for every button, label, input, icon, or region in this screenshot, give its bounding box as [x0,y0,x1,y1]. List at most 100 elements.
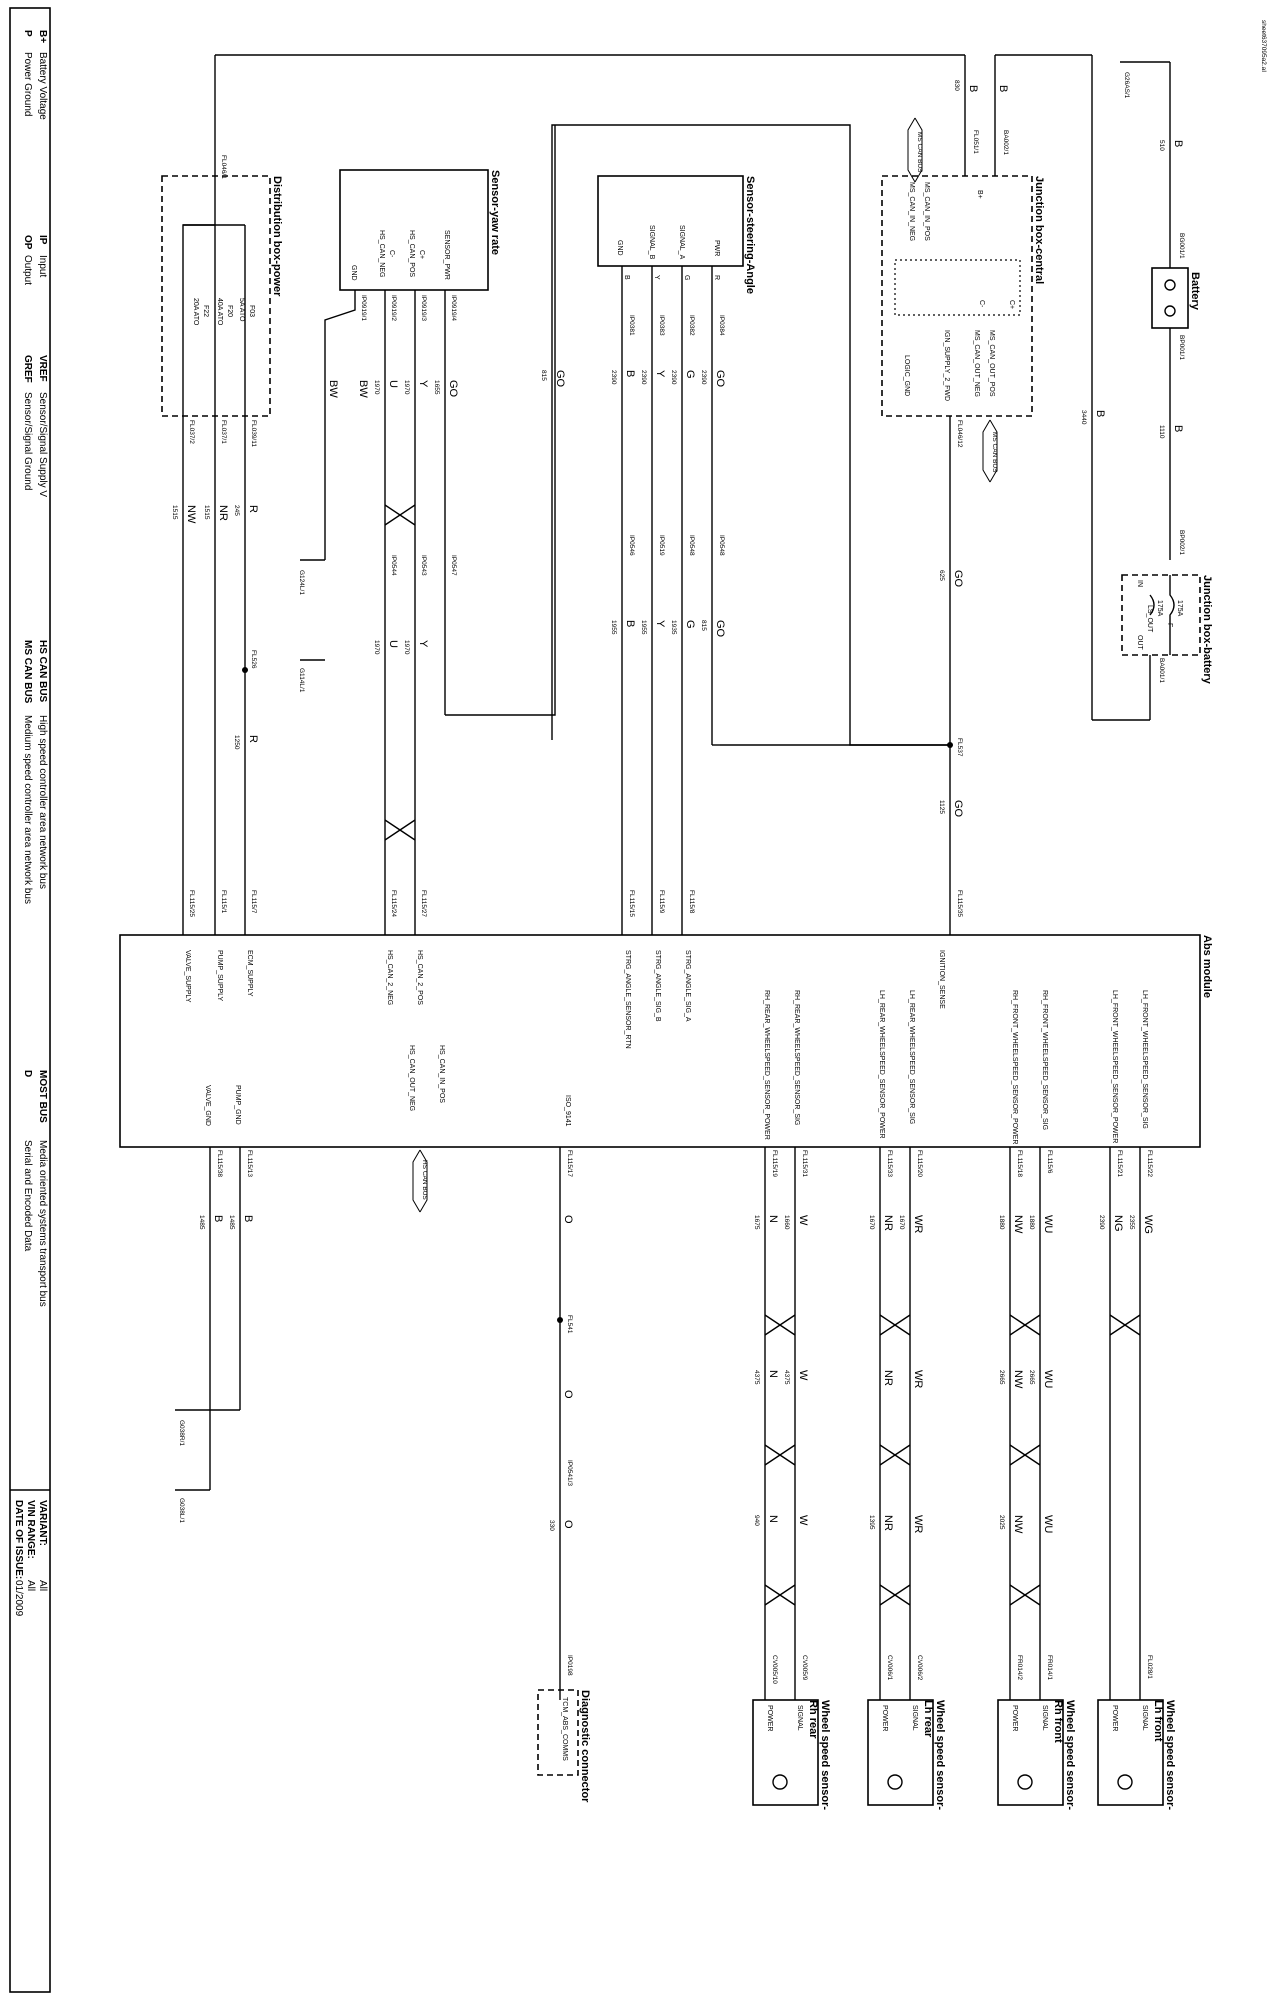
wire-color: G [684,370,696,379]
ground-label: G114L/1 [298,668,305,693]
wire-number: 4375 [753,1370,760,1385]
pin-label: Y [653,275,660,280]
connector-label: BA001/1 [1158,658,1165,683]
connector-label: FL115/19 [771,1150,778,1177]
svg-text:SIGNAL: SIGNAL [1041,1705,1048,1731]
svg-text:VREF: VREF [37,355,48,382]
distribution-box-power [161,175,271,417]
pin-label: C- [978,300,985,308]
wire-number: 1880 [1028,1215,1035,1230]
wire-color: WU [1042,1370,1054,1388]
wire-color: W [797,1515,809,1526]
wire-color: NW [1012,1370,1024,1389]
wire-number: 625 [938,570,945,581]
twisted-pair-icon [764,1314,796,1336]
pin-label: LH_REAR_WHEELSPEED_SENSOR_POWER [878,990,885,1139]
steering-angle-sensor-box [597,175,744,267]
svg-text:Wheel speed sensor-: Wheel speed sensor- [819,1700,831,1810]
connector-label: FL037/2 [188,420,195,444]
wire-color: O [562,1390,574,1399]
battery-terminal-icon [1164,279,1176,291]
yaw-title: Sensor-yaw rate [489,170,501,255]
wire-number: 4375 [783,1370,790,1385]
twisted-pair-icon [384,819,416,841]
wire-number: 2665 [1028,1370,1035,1385]
wire-color: GO [554,370,566,388]
wire-number: 2390 [670,370,677,385]
pin-label: PUMP_GND [234,1085,241,1125]
connector-label: FL115/24 [390,890,397,917]
twisted-pair-icon [1009,1584,1041,1606]
steering-title: Sensor-steering-Angle [744,176,756,294]
pin-label: G [683,275,690,280]
svg-text:Battery Voltage: Battery Voltage [37,52,48,120]
wire-number: 3440 [1080,410,1087,425]
wire-color: O [562,1520,574,1529]
wire-color: R [247,505,259,513]
pin-label: HS_CAN_NEG [378,230,385,277]
wire-number: 1880 [998,1215,1005,1230]
svg-text:TCM_ABS_COMMS: TCM_ABS_COMMS [561,1697,568,1761]
wire-color: NR [882,1370,894,1386]
connector-label: IP0381 [628,315,635,336]
wire-number: 2390 [700,370,707,385]
svg-text:HS CAN BUS: HS CAN BUS [37,640,48,703]
battery-box [1151,267,1189,329]
connector-label: FL039/11 [250,420,257,447]
junction-box-battery [1121,574,1201,656]
connector-label: FL115/13 [246,1150,253,1177]
wire-number: 1660 [783,1215,790,1230]
connector-label: FL115/35 [956,890,963,917]
diagnostic-connector: Diagnostic connector TCM_ABS_COMMS [537,1689,591,1803]
junction-box-internal [894,259,1021,316]
pin-label: RH_REAR_WHEELSPEED_SENSOR_POWER [763,990,770,1140]
fuse-label: 40A ATO [216,298,223,326]
wire-color: WR [912,1515,924,1533]
twisted-pair-icon [879,1314,911,1336]
svg-text:OP: OP [22,235,33,250]
svg-text:All: All [25,1580,36,1591]
pin-label: LOGIC_GND [903,355,910,396]
wire-color: NW [185,505,197,524]
wire-color: GO [714,370,726,388]
svg-text:D: D [22,1070,33,1077]
twisted-pair-icon [879,1584,911,1606]
wire-color: B [242,1215,254,1222]
pin-label: B [623,275,630,280]
pin-label: STRG_ANGLE_SIG_A [684,950,691,1022]
splice [242,667,248,673]
svg-text:Output: Output [22,255,33,285]
fuse-label: F03 [248,305,255,317]
svg-text:All: All [37,1580,48,1591]
legend-frame [9,7,51,1993]
connector-label: IP0919/3 [420,295,427,321]
svg-text:Medium speed controller area n: Medium speed controller area network bus [22,715,33,904]
svg-text:SIGNAL: SIGNAL [796,1705,803,1731]
jbb-title: Junction box-battery [1201,575,1213,685]
svg-text:Diagnostic connector: Diagnostic connector [579,1690,591,1803]
wire-number: 1395 [868,1515,875,1530]
wire-number: 330 [548,1520,555,1531]
wire-number: 1125 [938,800,945,814]
pin-label: MS_CAN_IN_POS [923,182,930,241]
pin-label: MS_CAN_IN_NEG [908,182,915,241]
wire-color: WU [1042,1215,1054,1233]
wire-number: 1485 [198,1215,205,1230]
pin-label: LH_FRONT_WHEELSPEED_SENSOR_POWER [1111,990,1118,1143]
ground-label: G124L/1 [298,570,305,595]
pin-label: R [713,275,720,280]
pin-label: MS_CAN_OUT_POS [988,330,995,397]
connector-label: FL046/12 [956,420,963,448]
wire-number: 1515 [171,505,178,520]
connector-label: BP001/1 [1178,335,1185,360]
connector-label: IP0383 [658,315,665,336]
wire-number: 2025 [998,1515,1005,1530]
fuse-icon [1149,594,1155,616]
wire-number: 940 [753,1515,760,1526]
pin-label: RH_FRONT_WHEELSPEED_SENSOR_POWER [1011,990,1018,1144]
connector-label: FL115/7 [250,890,257,914]
connector-label: IP0548 [688,535,695,556]
wire-color: N [767,1515,779,1523]
pin-label: LS_OUT [1146,605,1153,633]
wire-color: B [1172,140,1184,147]
